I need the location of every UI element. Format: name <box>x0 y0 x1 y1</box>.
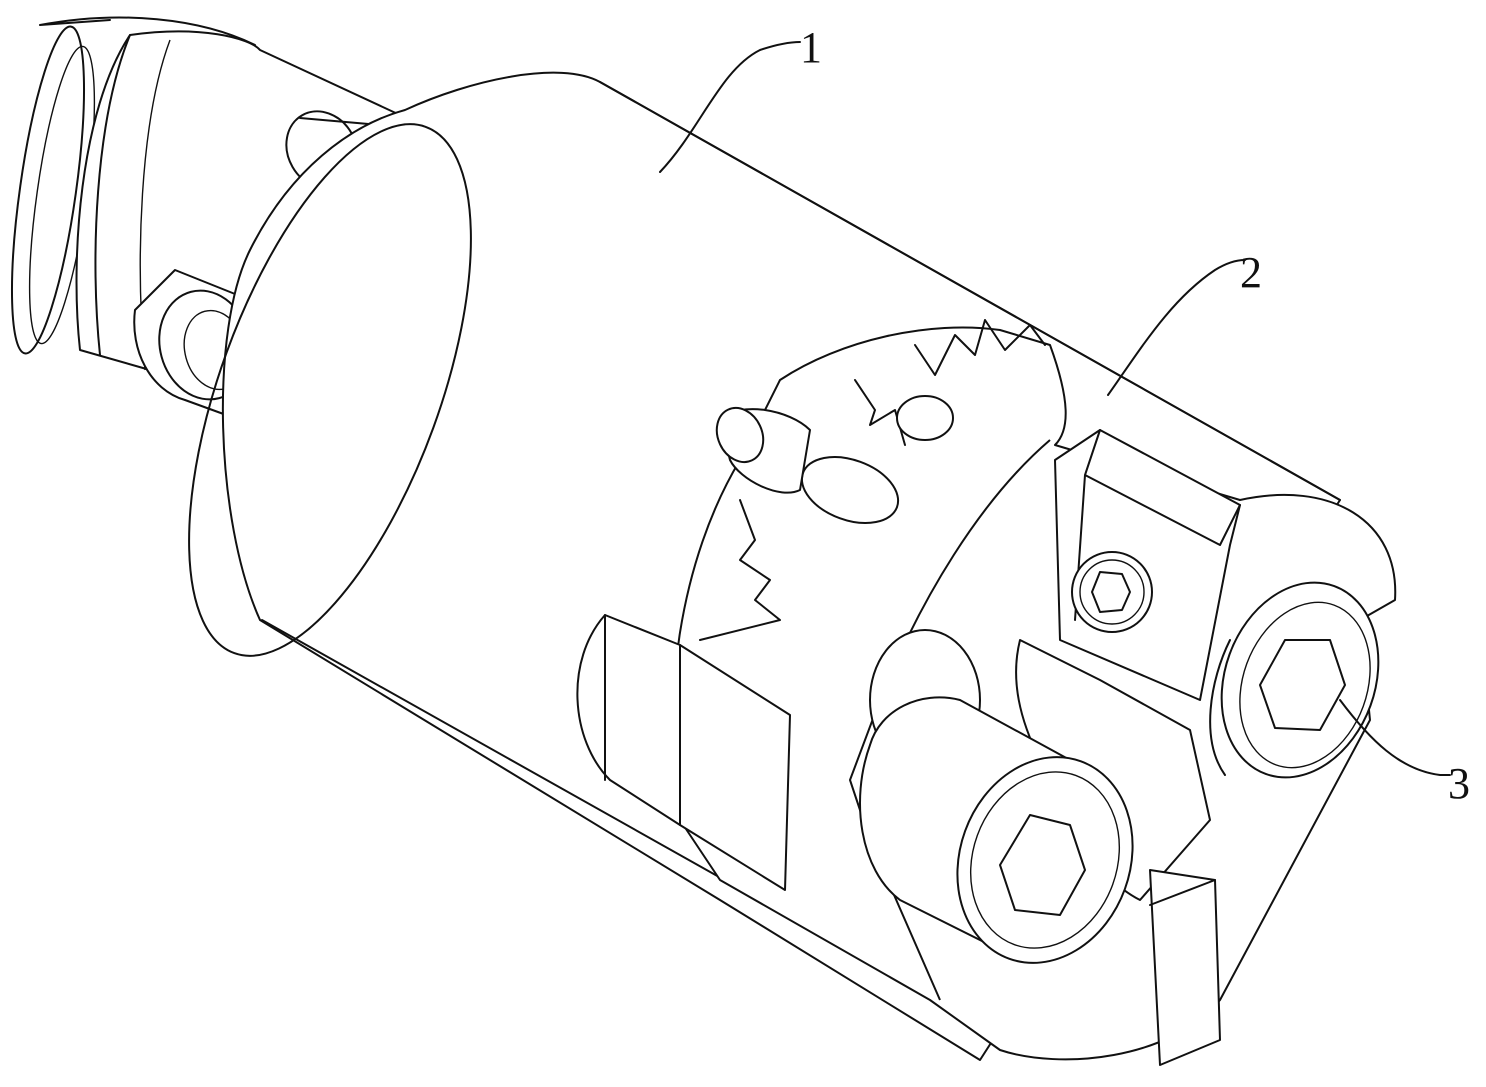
label-1: 1 <box>800 23 822 72</box>
front-insert <box>1150 870 1220 1065</box>
label-2: 2 <box>1240 248 1262 297</box>
label-3: 3 <box>1448 759 1470 808</box>
leader-2: 2 <box>1108 248 1262 395</box>
